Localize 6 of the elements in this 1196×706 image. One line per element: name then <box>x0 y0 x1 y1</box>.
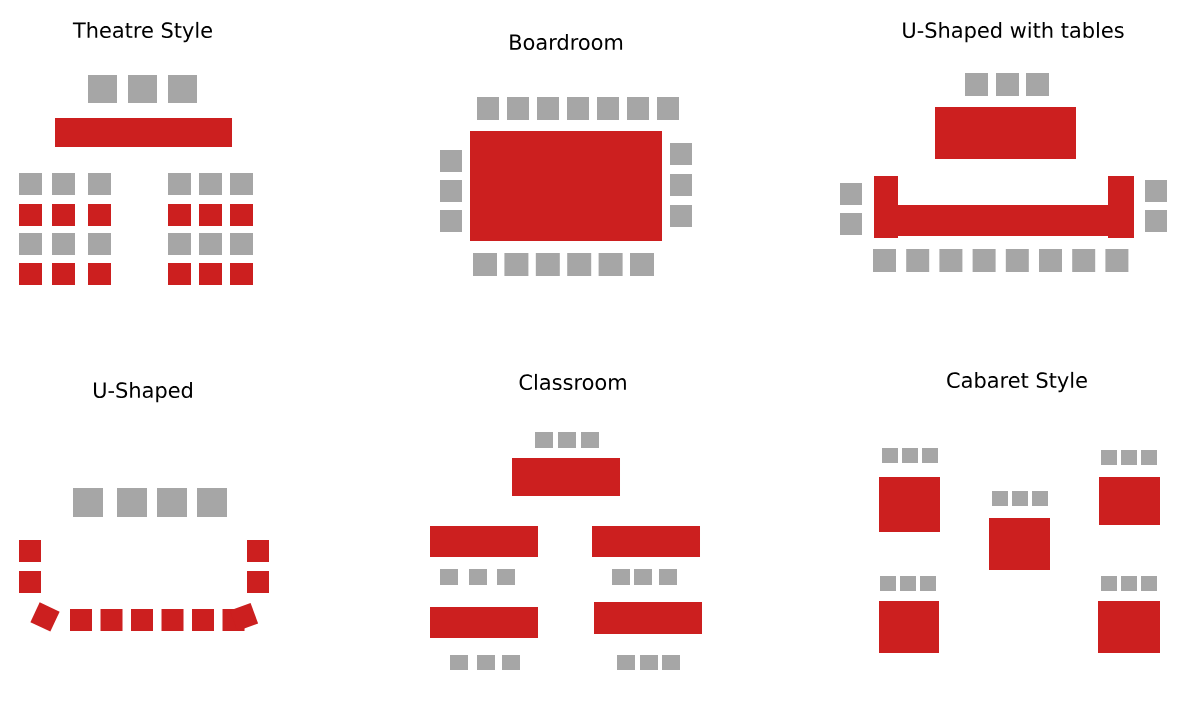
layout-title: Classroom <box>519 373 626 391</box>
layout-title: Theatre Style <box>72 21 212 43</box>
layout-title: Boardroom <box>510 33 623 51</box>
layout-title: U-Shaped <box>94 381 192 403</box>
layout-title: U-Shaped with tables <box>903 21 1124 43</box>
layout-title: Cabaret Style <box>947 371 1087 393</box>
